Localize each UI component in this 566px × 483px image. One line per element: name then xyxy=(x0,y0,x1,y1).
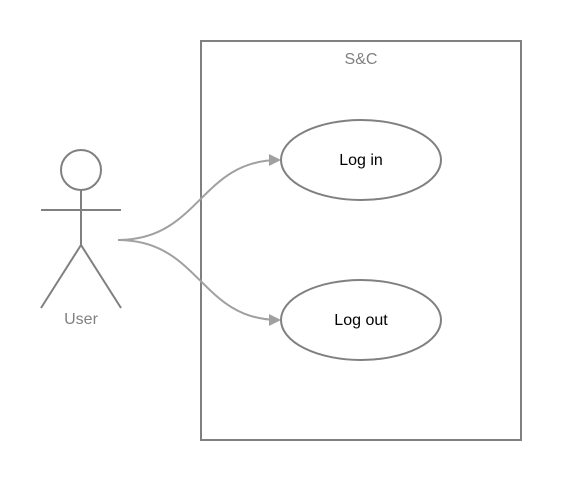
system-title: S&C xyxy=(345,51,378,68)
use-case-log-in-ellipse[interactable] xyxy=(280,119,442,201)
use-case-log-in-label: Log in xyxy=(339,152,383,169)
use-case-log-out-ellipse[interactable] xyxy=(280,279,442,361)
use-case-log-in[interactable]: Log in xyxy=(280,119,442,201)
connector-user-to-log-out[interactable] xyxy=(117,239,281,326)
use-case-log-out[interactable]: Log out xyxy=(280,279,442,361)
actor-right-leg xyxy=(80,244,122,309)
actor-left-leg xyxy=(40,244,82,309)
actor-label: User xyxy=(64,311,98,328)
system-boundary[interactable]: S&C xyxy=(200,40,522,441)
actor-user[interactable]: User xyxy=(40,149,122,328)
connector-user-to-log-in[interactable] xyxy=(117,154,281,241)
system-boundary-box[interactable] xyxy=(200,40,522,441)
use-case-log-out-label: Log out xyxy=(334,312,388,329)
actor-head xyxy=(60,149,102,191)
